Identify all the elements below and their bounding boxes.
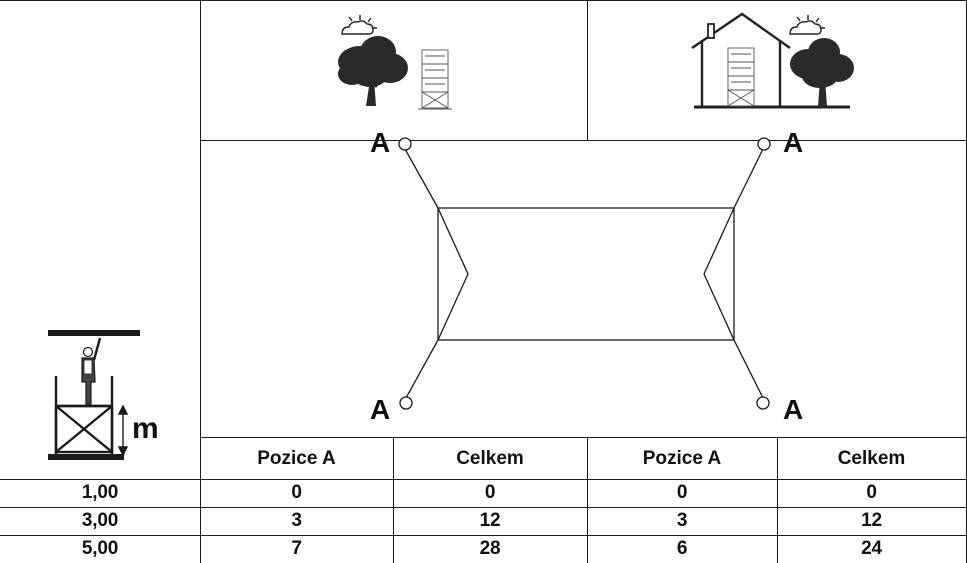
table-cell: 0 [484, 482, 496, 503]
anchor-point-top-left [398, 137, 412, 151]
scaffold-frame [48, 376, 124, 460]
anchor-tie-top-left [404, 148, 439, 209]
brace-right [703, 207, 735, 341]
grid-line [200, 140, 967, 141]
table-cell: 0 [866, 482, 877, 503]
anchor-point-top-right [757, 137, 771, 151]
anchor-label-top-right: A [783, 127, 804, 158]
tree-and-scaffold-outdoor-icon [338, 15, 452, 110]
table-cell: 6 [676, 538, 688, 559]
grid-line [393, 437, 394, 563]
anchoring-plan-diagram [398, 137, 771, 410]
height-dimension-arrow [117, 404, 129, 457]
column-header-position-a-right: Pozice A [642, 448, 722, 469]
sun-cloud-icon [341, 15, 377, 35]
anchor-point-bottom-right [756, 396, 770, 410]
table-cell: 3 [291, 510, 302, 531]
brace-left [437, 207, 469, 341]
column-header-position-a-left: Pozice A [257, 448, 336, 469]
anchor-tie-bottom-left [405, 339, 439, 399]
table-cell: 24 [861, 538, 882, 559]
table-cell: 12 [479, 510, 501, 531]
house-tree-and-scaffold-icon [691, 12, 854, 109]
table-cell: 0 [291, 482, 302, 503]
scaffold-tower-icon [418, 49, 452, 110]
grid-line [200, 0, 201, 563]
scaffold-tower-icon [727, 47, 755, 107]
anchor-label-top-left: A [370, 127, 391, 158]
table-cell-height: 1,00 [81, 482, 119, 503]
grid-line [0, 507, 967, 508]
anchor-tie-bottom-right [733, 339, 764, 399]
tree-icon [790, 38, 854, 106]
grid-line [0, 479, 967, 480]
column-header-total-right: Celkem [837, 448, 906, 469]
grid-line [0, 0, 967, 1]
table-cell: 12 [861, 510, 882, 531]
table-cell-height: 3,00 [81, 510, 119, 531]
tree-icon [338, 36, 408, 106]
grid-line [200, 437, 967, 438]
height-unit-label: m [132, 412, 159, 445]
grid-line [0, 535, 967, 536]
anchor-point-bottom-left [399, 396, 413, 410]
grid-line [587, 0, 588, 140]
house-icon [691, 12, 850, 109]
anchor-label-bottom-left: A [370, 394, 391, 425]
table-cell: 0 [676, 482, 688, 503]
anchor-tie-top-right [733, 148, 764, 209]
table-cell-height: 5,00 [81, 538, 119, 559]
worker-figure [81, 337, 102, 405]
scaffold-platform-outline [437, 207, 735, 341]
column-header-total-left: Celkem [456, 448, 524, 469]
sun-cloud-icon [789, 15, 825, 35]
table-cell: 7 [291, 538, 302, 559]
grid-line [777, 437, 778, 563]
worker-on-scaffold-icon [48, 330, 140, 460]
table-cell: 3 [676, 510, 688, 531]
table-cell: 28 [479, 538, 501, 559]
grid-line [587, 437, 588, 563]
anchor-label-bottom-right: A [783, 394, 804, 425]
